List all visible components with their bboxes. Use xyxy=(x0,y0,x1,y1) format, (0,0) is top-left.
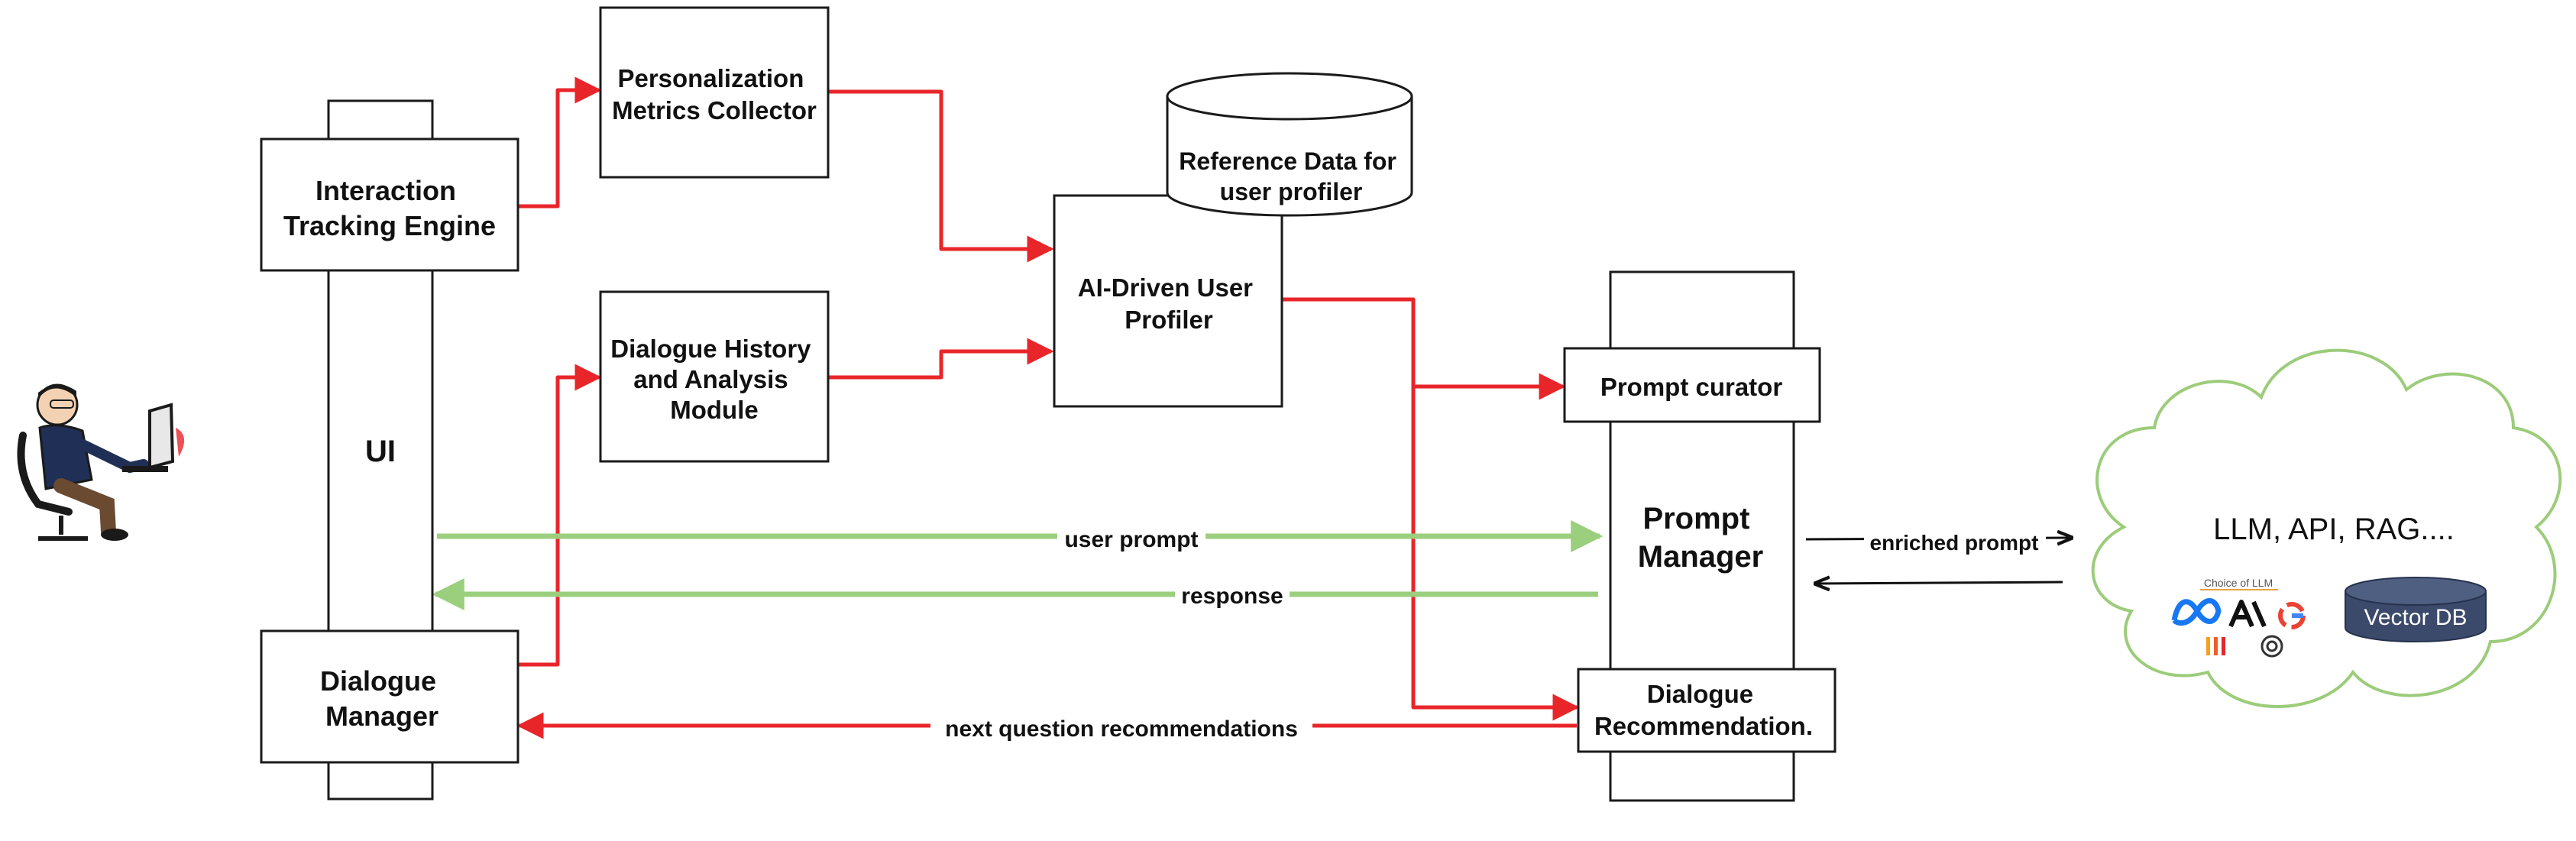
vector-db-label: Vector DB xyxy=(2364,605,2467,630)
choice-of-llm-caption: Choice of LLM xyxy=(2204,577,2273,589)
mistral-icon xyxy=(2206,637,2225,655)
edge-dialogue-manager-to-history xyxy=(518,364,602,667)
edge-history-to-profiler xyxy=(828,338,1054,380)
edge-llm-response xyxy=(1815,582,2063,584)
edge-profiler-to-recommendation xyxy=(1411,387,1580,721)
prompt-manager-label: Prompt Manager xyxy=(1638,502,1764,574)
ai-user-profiler-box xyxy=(1053,194,1283,408)
dialogue-recommendation-label: Dialogue Recommendation. xyxy=(1594,680,1813,740)
meta-icon xyxy=(2171,598,2222,626)
dialogue-manager-label: Dialogue Manager xyxy=(320,665,444,732)
edge-metrics-to-profiler xyxy=(828,89,1054,263)
personalization-metrics-collector-box xyxy=(599,6,830,179)
svg-text:user prompt: user prompt xyxy=(1064,527,1198,552)
green-connectors xyxy=(432,520,1604,610)
prompt-curator-box xyxy=(1563,347,1821,423)
dialogue-recommendation-box xyxy=(1577,668,1837,753)
prompt-curator-label: Prompt curator xyxy=(1600,373,1783,401)
user-at-computer-icon xyxy=(17,383,185,541)
svg-text:response: response xyxy=(1181,584,1283,609)
openai-icon xyxy=(2260,635,2283,658)
reference-data-cylinder: Reference Data for user profiler xyxy=(1166,72,1413,217)
reference-data-label: Reference Data for user profiler xyxy=(1179,147,1403,205)
dialogue-history-module-label: Dialogue History and Analysis Module xyxy=(610,335,817,424)
vector-db-cylinder: Vector DB xyxy=(2345,577,2487,642)
edge-label-response: response xyxy=(1175,579,1290,610)
edge-label-user-prompt: user prompt xyxy=(1057,522,1205,553)
cloud-title: LLM, API, RAG.... xyxy=(2213,513,2455,546)
anthropic-icon xyxy=(2228,600,2267,628)
edge-label-next-question-recommendations: next question recommendations xyxy=(930,712,1312,742)
interaction-tracking-engine-box xyxy=(260,137,519,272)
ui-label: UI xyxy=(365,435,396,468)
dialogue-history-module-box xyxy=(599,290,830,463)
svg-text:enriched prompt: enriched prompt xyxy=(1870,531,2039,555)
llm-cloud: LLM, API, RAG.... Choice of LLM Vector D… xyxy=(2091,348,2562,708)
edge-profiler-to-curator xyxy=(1282,297,1566,400)
edge-tracking-to-metrics xyxy=(518,76,602,209)
personalization-metrics-collector-label: Personalization Metrics Collector xyxy=(612,64,817,125)
dialogue-manager-box xyxy=(260,629,519,764)
edge-label-enriched-prompt: enriched prompt xyxy=(1864,527,2046,556)
ai-user-profiler-label: AI-Driven User Profiler xyxy=(1078,273,1260,334)
svg-text:next question recommendations: next question recommendations xyxy=(945,716,1298,742)
google-icon xyxy=(2278,602,2306,629)
interaction-tracking-engine-label: Interaction Tracking Engine xyxy=(283,175,496,241)
